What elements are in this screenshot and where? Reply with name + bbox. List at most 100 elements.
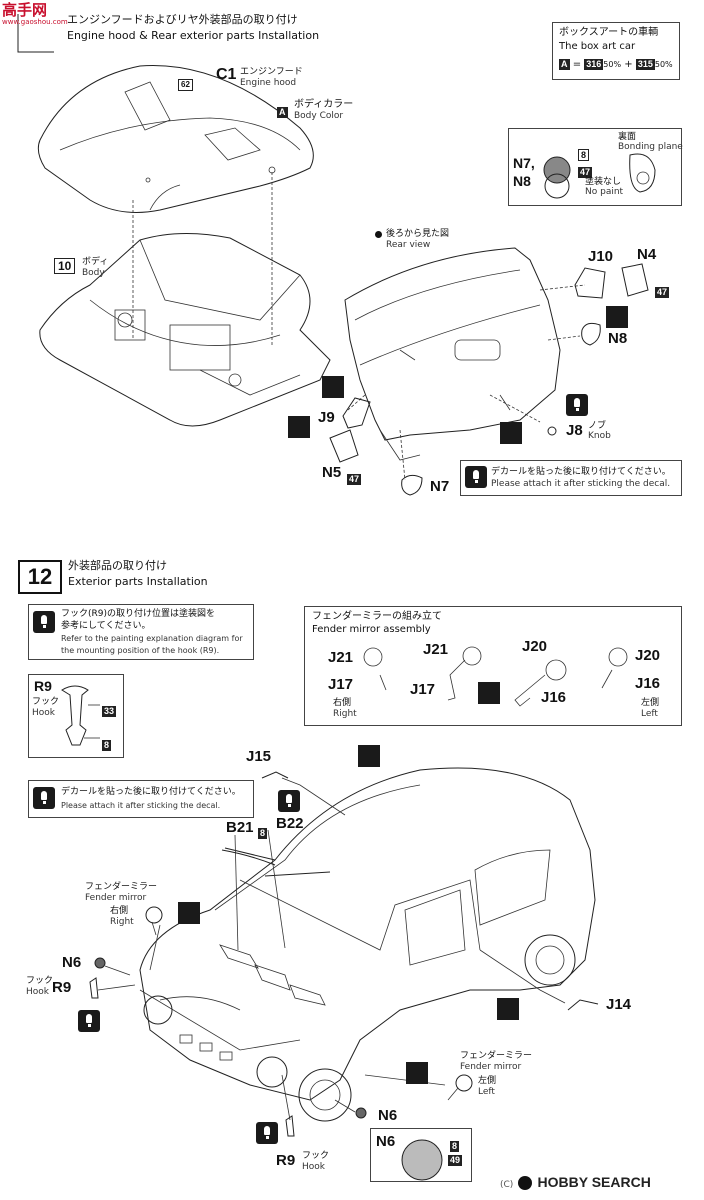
- body-color-marker: A: [277, 100, 288, 119]
- fm-left-side-en: Left: [478, 1087, 495, 1097]
- step12-decal-jp: デカールを貼った後に取り付けてください。: [61, 787, 241, 797]
- n5-color-label: 47: [347, 474, 362, 485]
- n4-color: 47: [655, 280, 670, 299]
- hook-note: フック(R9)の取り付け位置は塗装図を 参考にしてください。 Refer to …: [28, 604, 254, 660]
- hook-color-33: 33: [102, 699, 117, 718]
- bond-color-47-label: 47: [578, 167, 593, 178]
- mirror-title-en: Fender mirror assembly: [312, 624, 431, 635]
- part-n8-drawing: [581, 322, 601, 346]
- bonding-panel: [508, 128, 682, 206]
- rear-decal-jp: デカールを貼った後に取り付けてください。: [491, 467, 671, 477]
- n6-detail-drawing: [401, 1139, 443, 1181]
- mirror-assembly-panel: [304, 606, 682, 726]
- n4-color-label: 47: [655, 287, 670, 298]
- cement-icon-roof: [358, 745, 380, 767]
- label-j16-left: J16: [635, 675, 661, 692]
- label-n6-detail: N6: [376, 1133, 396, 1150]
- label-n7: N7,: [513, 155, 535, 171]
- step11-title-jp: エンジンフードおよびリヤ外装部品の取り付け: [67, 13, 298, 26]
- label-j16-asm: J16: [541, 689, 567, 706]
- part-n7-drawing: [401, 474, 423, 496]
- fm-left-title-en: Fender mirror: [460, 1062, 522, 1072]
- site-logo: 高手网 www.gaoshou.com: [2, 2, 70, 26]
- body-en: Body: [82, 268, 105, 278]
- label-j20-left: J20: [635, 647, 661, 664]
- ratio-1: 50%: [603, 60, 622, 69]
- fm-right-title-jp: フェンダーミラー: [85, 882, 158, 892]
- step12-title-en: Exterior parts Installation: [68, 575, 208, 588]
- hook-panel: [28, 674, 124, 758]
- label-c1: C1: [216, 66, 237, 83]
- part-n4-drawing: [621, 263, 649, 297]
- copyright-mark: (C): [500, 1180, 514, 1190]
- label-j21-asm: J21: [423, 641, 449, 658]
- label-n4: N4: [637, 246, 657, 263]
- mirror-j21-right: [363, 647, 383, 667]
- label-j17-right: J17: [328, 676, 354, 693]
- part-r9-drawing: [89, 977, 99, 999]
- n6-detail-box: [370, 1128, 472, 1182]
- decal-icon-hook: [33, 611, 55, 633]
- part-fm-left-drawing: [455, 1074, 473, 1092]
- c1-jp: エンジンフード: [240, 67, 303, 77]
- bond-color-47: 47: [578, 160, 593, 179]
- label-j9: J9: [318, 409, 335, 426]
- hook-color-33-label: 33: [102, 706, 117, 717]
- label-n6-front: N6: [62, 954, 82, 971]
- label-j14: J14: [606, 996, 632, 1013]
- label-j17-asm: J17: [410, 681, 436, 698]
- label-n6-rear: N6: [378, 1107, 398, 1124]
- body-num: 10: [58, 259, 72, 273]
- hook3-jp: フック: [302, 1151, 330, 1161]
- bodycolor-jp: ボディカラー: [294, 99, 354, 110]
- hook-color-8: 8: [102, 733, 112, 752]
- rear-view-jp: 後ろから見た図: [386, 229, 450, 239]
- rear-view-bullet: [375, 231, 382, 238]
- label-b21: B21: [226, 819, 254, 836]
- color-62-label: 62: [178, 79, 193, 91]
- decal-icon-step12: [33, 787, 55, 809]
- hook-note-jp2: 参考にしてください。: [61, 621, 151, 631]
- hook2-jp: フック: [26, 976, 54, 986]
- label-n8-rear: N8: [608, 330, 628, 347]
- cement-icon-1: [322, 376, 344, 398]
- knob-en: Knob: [588, 431, 611, 441]
- label-r9-bottom: R9: [276, 1152, 296, 1169]
- label-j21-right: J21: [328, 649, 354, 666]
- hook-note-jp1: フック(R9)の取り付け位置は塗装図を: [61, 609, 216, 619]
- hobbysearch-watermark: (C) HOBBY SEARCH: [500, 1172, 651, 1191]
- label-j8: J8: [566, 422, 583, 439]
- boxart-title-jp: ボックスアートの車輌: [559, 27, 659, 38]
- boxart-title-en: The box art car: [559, 41, 636, 52]
- cement-icon-mirror: [478, 682, 500, 704]
- part-j10-drawing: [574, 267, 606, 299]
- bond-back-en: Bonding plane: [618, 142, 683, 152]
- part-j9-drawing: [342, 397, 371, 429]
- cement-icon-3: [606, 306, 628, 328]
- left-jp: 左側: [641, 698, 660, 708]
- hobbysearch-logo-icon: [518, 1175, 533, 1190]
- part-b21-drawing: [221, 849, 276, 866]
- fm-left-title-jp: フェンダーミラー: [460, 1051, 533, 1061]
- color-62: 62: [178, 72, 193, 91]
- mirror-j20-left: [608, 647, 628, 667]
- n5-color: 47: [347, 467, 362, 486]
- fm-right-side-jp: 右側: [110, 906, 129, 916]
- hook-note-en2: the mounting position of the hook (R9).: [61, 646, 220, 655]
- fm-left-side-jp: 左側: [478, 1076, 497, 1086]
- label-j10: J10: [588, 248, 614, 265]
- step12-decal-note: デカールを貼った後に取り付けてください。 Please attach it af…: [28, 780, 254, 818]
- hook-note-en1: Refer to the painting explanation diagra…: [61, 634, 243, 643]
- right-jp: 右側: [333, 698, 352, 708]
- hook3-en: Hook: [302, 1162, 325, 1172]
- bond-back-face: [629, 153, 656, 193]
- logo-text: 高手网: [2, 1, 48, 19]
- part-n5-drawing: [329, 429, 359, 463]
- decal-icon-r9-bottom: [256, 1122, 278, 1144]
- color-letter-a: A: [559, 59, 570, 70]
- part-j14-drawing: [567, 999, 599, 1011]
- cement-icon-fm-left: [406, 1062, 428, 1084]
- n6-color-8: 8: [450, 1134, 460, 1153]
- body-color-letter: A: [277, 107, 288, 118]
